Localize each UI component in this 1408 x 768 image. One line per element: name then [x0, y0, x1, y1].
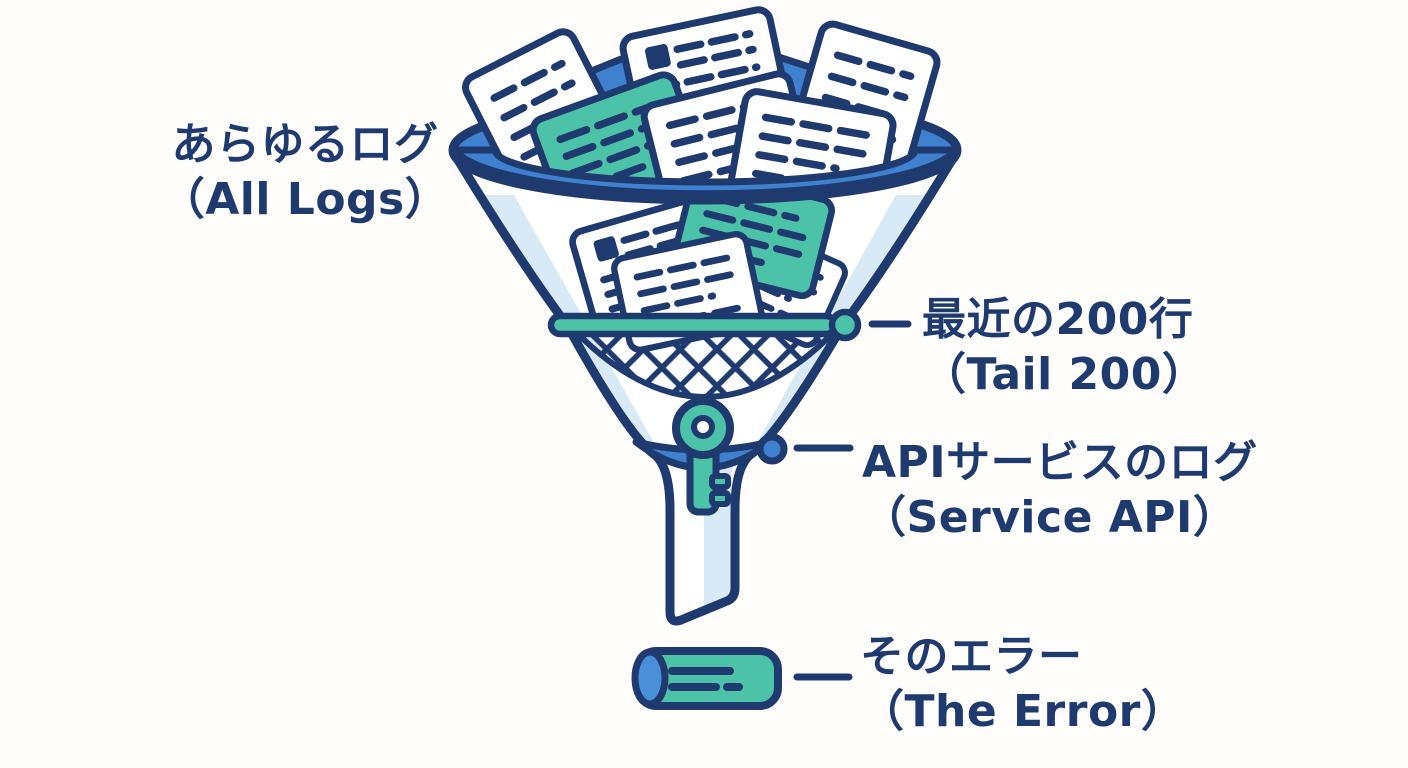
label-all-logs: あらゆるログ （All Logs） — [140, 118, 470, 227]
label-service-api-jp: APIサービスのログ — [862, 437, 1258, 488]
key-icon — [672, 397, 734, 516]
label-tail-200-jp: 最近の200行 — [922, 294, 1194, 345]
log-output-cylinder-icon — [631, 647, 782, 710]
label-the-error: そのエラー （The Error） — [860, 630, 1185, 739]
label-service-api-en: （Service API） — [862, 491, 1238, 543]
funnel-rim-front — [451, 146, 959, 198]
label-all-logs-jp: あらゆるログ — [171, 119, 439, 170]
label-tail-200-en: （Tail 200） — [922, 348, 1207, 400]
label-the-error-en: （The Error） — [860, 685, 1186, 737]
label-tail-200: 最近の200行 （Tail 200） — [922, 293, 1206, 402]
label-service-api: APIサービスのログ （Service API） — [862, 436, 1258, 545]
label-all-logs-en: （All Logs） — [160, 173, 450, 225]
sieve-bar-icon — [547, 308, 862, 342]
label-the-error-jp: そのエラー — [860, 631, 1083, 682]
